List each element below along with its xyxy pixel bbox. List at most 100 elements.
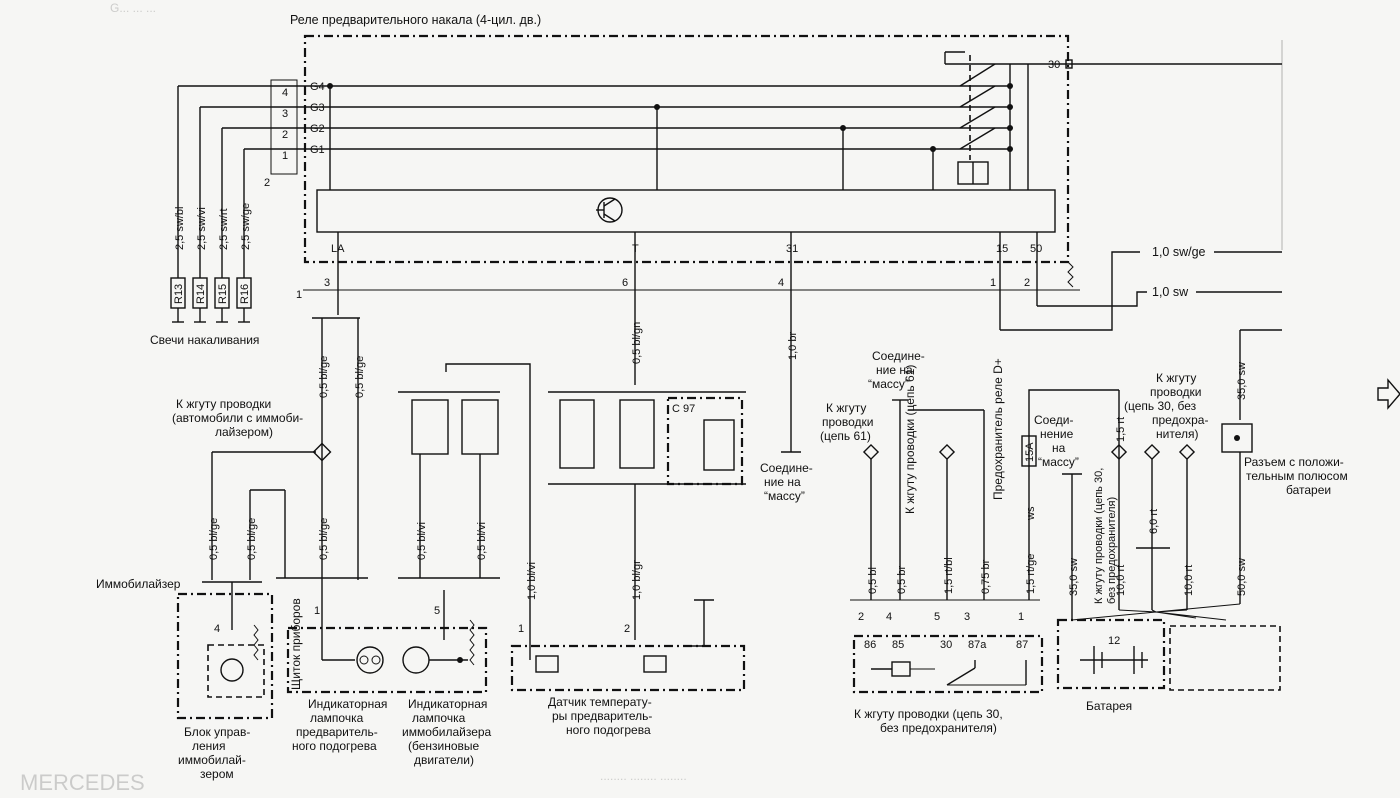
immobilizer-label: Иммобилайзер [96,577,181,591]
wire-relay-4: 0,75 br [980,559,992,594]
plug-r15: R15 [217,284,229,304]
plug-r13: R13 [173,284,185,304]
wire-fuse-top: 1,5 rt [1115,417,1127,442]
wire-bat-2: 10,0 rt [1115,565,1127,596]
svg-text:MERCEDES: MERCEDES [20,770,145,795]
glow-plugs: 2,5 sw/bl 2,5 sw/vi 2,5 sw/rt 2,5 sw/ge … [150,85,292,347]
immo-lamp-icon [402,646,430,674]
arrow-right-icon [1377,378,1400,410]
pin-50: 50 [1030,243,1042,255]
conn-bottom-6: 6 [622,277,628,289]
immobilizer-unit: 4 Блок управ- ления иммобилай- зером [176,582,274,781]
fuse-value: 15A [1024,442,1036,462]
battery-label: Батарея [1086,699,1132,713]
conn-bottom-3: 3 [324,277,330,289]
fuse-label: Предохранитель реле D+ [991,358,1005,500]
sensor-conn-1: 1 [518,623,524,635]
la-branch: 0,5 bl/ge 0,5 bl/ge К жгуту проводки (ав… [96,300,368,591]
svg-text:........ ........ ........: ........ ........ ........ [600,769,687,783]
conn-num-1: 1 [282,150,288,162]
c97-label: C 97 [672,403,695,415]
wire-glow-2: 2,5 sw/vi [196,207,208,250]
relay-conn-2: 2 [858,611,864,623]
relay-pin-85: 85 [892,639,904,651]
to-harness-61: К жгуту проводки (цепь 61) [820,401,877,443]
aux-relay: Соедине- ние на “массу” К жгуту проводки… [820,349,1119,735]
relay-conn-3: 3 [964,611,970,623]
to-harness-30-vert: К жгуту проводки (цепь 30, без предохран… [1093,465,1118,604]
lamp-icon [356,646,384,674]
wire-petrol-2: 0,5 bl/vi [476,522,488,560]
conn-num-2: 2 [282,129,288,141]
pin-31: 31 [786,243,798,255]
ground-right-label: Соеди- нение на “массу” [1034,413,1079,469]
relay-title: Реле предварительного накала (4-цил. дв.… [290,13,541,27]
conn-num-4: 4 [282,87,288,99]
relay-conn-1: 1 [1018,611,1024,623]
petrol-branch: 0,5 bl/vi 0,5 bl/vi 1,0 bl/vi [398,363,538,622]
conn-num-2b: 2 [264,177,270,189]
to-harness-61-vert: К жгуту проводки (цепь 61) [903,365,917,514]
conn-bottom-1b: 1 [990,277,996,289]
wire-vi-long: 1,0 bl/vi [526,562,538,600]
pin-g4: G4 [310,81,325,93]
wire-relay-1: 0,5 bl [867,567,879,594]
wire-gnd-31: 1,0 br [787,332,799,360]
wire-bat-4: 10,0 rt [1183,565,1195,596]
to-harness-30-bottom: К жгуту проводки (цепь 30, без предохран… [854,707,1006,735]
cluster-conn-1: 1 [314,605,320,617]
immo-transistor-icon [220,658,244,682]
wire-relay-3: 1,5 rt/bl [943,557,955,594]
scan-artifacts: G... ... ... MERCEDES ........ ........ … [20,1,687,795]
wire-bat-top: 35,0 sw [1236,362,1248,400]
wire-dash-1: 0,5 bl/ge [318,518,330,560]
relay-conn-5: 5 [934,611,940,623]
wire-la-left: 0,5 bl/ge [318,356,330,398]
plug-r14: R14 [195,284,207,304]
conn-num-3: 3 [282,108,288,120]
immo-lamp-label: Индикаторная лампочка иммобилайзера (бен… [402,697,495,767]
pin-15: 15 [996,243,1008,255]
wire-bat-3: 6,0 rt [1148,509,1160,534]
transistor-icon [596,197,623,223]
pin-g2: G2 [310,123,325,135]
ground-mid-label: Соедине- ние на “массу” [760,461,816,503]
battery-area: Соеди- нение на “массу” 35,0 sw К жгуту … [1034,329,1351,713]
wire-la-right: 0,5 bl/ge [354,356,366,398]
sensor-conn-2: 2 [624,623,630,635]
ground-31: 1,0 br Соедине- ние на “массу” [760,300,816,503]
pin-g3: G3 [310,102,325,114]
wire-relay-5: 1,5 rt/ge [1025,554,1037,594]
cluster-label: Щиток приборов [289,598,303,690]
wire-t: 0,5 bl/gn [631,322,643,364]
wire-out-50: 1,0 sw [1152,285,1189,299]
temp-sensor-label: Датчик температу- ры предваритель- ного … [548,695,656,737]
fuse-15a [1021,435,1037,467]
glow-lamp-label: Индикаторная лампочка предваритель- ного… [292,697,391,753]
to-harness-30-top: К жгуту проводки (цепь 30, без предохра-… [1124,371,1212,441]
wire-glow-3: 2,5 sw/rt [218,208,230,250]
relay-pin-86: 86 [864,639,876,651]
pin-30: 30 [1048,59,1060,71]
instrument-cluster: Щиток приборов 1 5 Индикаторная лампочка… [286,590,495,767]
svg-text:G... ... ...: G... ... ... [110,1,156,15]
conn-bottom-1: 1 [296,289,302,301]
relay-conn-4: 4 [886,611,892,623]
conn-bottom-2: 2 [1024,277,1030,289]
relay-pin-87a: 87a [968,639,987,651]
wire-relay-2: 0,5 br [896,566,908,594]
conn-bottom-4: 4 [778,277,784,289]
wire-petrol-1: 0,5 bl/vi [416,522,428,560]
cluster-conn-5: 5 [434,605,440,617]
immo-conn: 4 [214,623,220,635]
glow-plugs-label: Свечи накаливания [150,333,259,347]
ground-top-label: Соедине- ние на “массу” [868,349,928,391]
relay-pin-30: 30 [940,639,952,651]
relay-pin-87: 87 [1016,639,1028,651]
fuse-ws: ws [1025,506,1037,521]
plug-r16: R16 [239,284,251,304]
relay-switches [944,51,1068,190]
battery-conn-label: Разъем с положи- тельным полюсом батареи [1244,455,1351,497]
relay-control-module [316,189,1056,233]
